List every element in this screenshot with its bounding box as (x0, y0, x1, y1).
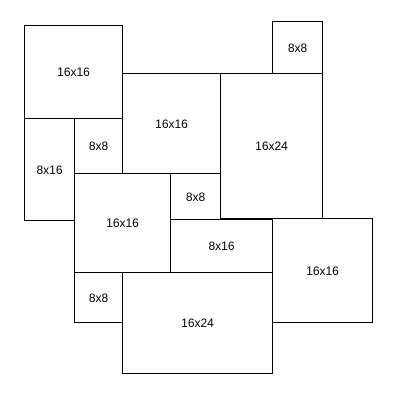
tile-label: 16x16 (155, 116, 188, 131)
tile-label: 16x24 (255, 139, 288, 153)
tile-label: 8x8 (287, 40, 308, 55)
tile-label: 16x16 (306, 263, 339, 278)
tile-middle-8x16: 8x16 (170, 219, 273, 273)
tile-center-16x16: 16x16 (122, 73, 221, 174)
tile-top-left-16x16: 16x16 (24, 25, 123, 119)
tile-left-8x16: 8x16 (24, 118, 75, 221)
tile-small-8x8-b: 8x8 (170, 173, 221, 220)
tile-label: 8x8 (88, 290, 109, 305)
tile-bottom-16x24: 16x24 (122, 272, 273, 374)
tile-bottom-right-16x16: 16x16 (272, 218, 373, 323)
tile-label: 8x16 (208, 239, 235, 253)
tile-label: 16x16 (106, 216, 139, 230)
tile-top-right-8x8: 8x8 (272, 21, 323, 74)
tile-middle-16x16: 16x16 (74, 173, 171, 273)
tile-label: 8x16 (36, 162, 63, 177)
tile-label: 16x16 (57, 65, 90, 79)
tile-right-16x24: 16x24 (220, 73, 323, 219)
tile-label: 16x24 (181, 316, 214, 330)
tile-label: 8x8 (88, 139, 109, 153)
tile-bottom-left-8x8: 8x8 (74, 272, 123, 323)
tile-small-8x8-a: 8x8 (74, 118, 123, 174)
tile-label: 8x8 (185, 189, 206, 204)
